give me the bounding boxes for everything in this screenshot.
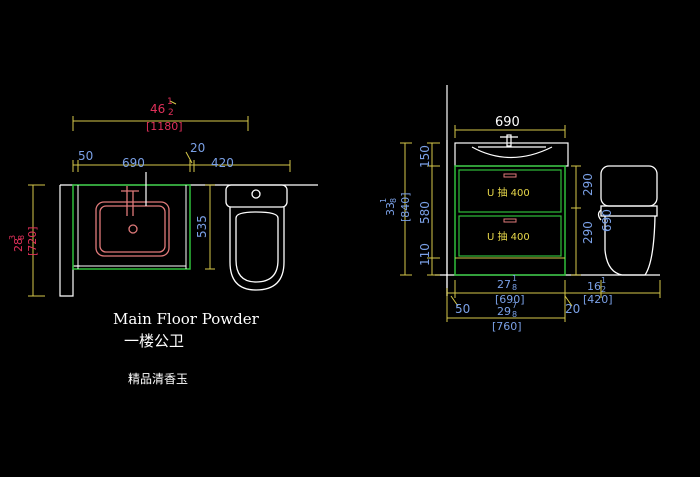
plan-view: 46 1 2 [1180] 50 690 20 420 28 3 8 [720]: [8, 97, 318, 386]
elev-toilet-height: 690: [600, 209, 614, 232]
plan-depth-dimension: [28, 184, 45, 297]
plan-depth-frac-den: 8: [17, 235, 26, 240]
elev-dim-toe-kick: 110: [418, 243, 432, 266]
plan-dim-mid-gap: 20: [190, 141, 205, 155]
elev-dim-left-gap: 50: [455, 302, 470, 316]
elev-dim-top-height: 150: [418, 145, 432, 168]
elev-cabinet-width-frac-num: 1: [512, 274, 517, 283]
elev-vanity-cabinet: [454, 165, 566, 276]
elev-overall-metric: [760]: [492, 320, 522, 333]
plan-depth-frac-num: 3: [8, 235, 17, 240]
elev-total-height-frac-den: 8: [389, 198, 398, 203]
plan-overall-dimension: [72, 100, 249, 131]
elev-basin-width-dimension: [454, 125, 566, 138]
elev-wall: [435, 85, 660, 296]
elev-toilet-width-frac-num: 1: [601, 276, 606, 285]
elev-toilet-width-imperial: 16: [587, 280, 601, 293]
plan-overall-imperial: 46: [150, 102, 165, 116]
plan-sink-basin: [95, 186, 170, 257]
elev-drawer-2-label: U 抽 400: [487, 230, 530, 243]
plan-depth-metric: [720]: [26, 226, 39, 256]
elev-toilet-dim-lower: 290: [581, 221, 595, 244]
elev-cabinet-width-metric: [690]: [495, 293, 525, 306]
plan-toilet: [225, 184, 288, 291]
elev-overall-frac-den: 8: [512, 310, 517, 319]
elev-toilet-height-dimension: [571, 165, 581, 276]
plan-dim-left-gap: 50: [78, 149, 93, 163]
elev-dim-mid-gap: 20: [565, 302, 580, 316]
elev-dim-drawer-block: 580: [418, 201, 432, 224]
plan-vanity-cabinet: [72, 184, 191, 270]
plan-dim-toilet-depth: 535: [195, 215, 209, 238]
elev-toilet-width-metric: [420]: [583, 293, 613, 306]
elev-cabinet-width-imperial: 27: [497, 278, 511, 291]
elev-toilet-width-frac-den: 2: [601, 285, 606, 294]
elev-overall-frac-num: 7: [512, 301, 517, 310]
plan-title-cn: 一楼公卫: [124, 332, 184, 350]
elev-total-height-imperial: 33: [384, 202, 397, 216]
elev-cabinet-width-frac-den: 8: [512, 283, 517, 292]
elev-drawer-1-label: U 抽 400: [487, 186, 530, 199]
plan-title-en: Main Floor Powder: [113, 310, 260, 328]
elev-overall-imperial: 29: [497, 305, 511, 318]
plan-dim-vanity-width: 690: [122, 156, 145, 170]
elev-toilet-dim-upper: 290: [581, 173, 595, 196]
elev-dim-basin-width: 690: [495, 115, 520, 130]
elev-toilet: [597, 165, 658, 276]
elevation-view: 690 150 580 110 33 1 8 [840]: [379, 85, 661, 333]
plan-depth-imperial: 28: [12, 238, 25, 252]
elev-bottom-dimension-chain: [446, 280, 661, 322]
plan-overall-frac-den: 2: [168, 108, 174, 118]
elev-total-height-metric: [840]: [399, 192, 412, 222]
plan-subtitle-cn: 精品清香玉: [128, 372, 188, 386]
plan-overall-metric: [1180]: [146, 120, 183, 133]
elev-total-height-frac-num: 1: [379, 198, 388, 203]
elev-height-dimension-chain: [427, 142, 440, 276]
plan-vanity-depth-dimension: [205, 184, 215, 270]
elev-countertop: [454, 134, 569, 167]
elev-total-height-dimension: [400, 142, 412, 276]
plan-overall-frac-num: 1: [167, 97, 173, 107]
plan-dim-toilet-width: 420: [211, 156, 234, 170]
plan-width-dimension-chain: [72, 151, 291, 172]
